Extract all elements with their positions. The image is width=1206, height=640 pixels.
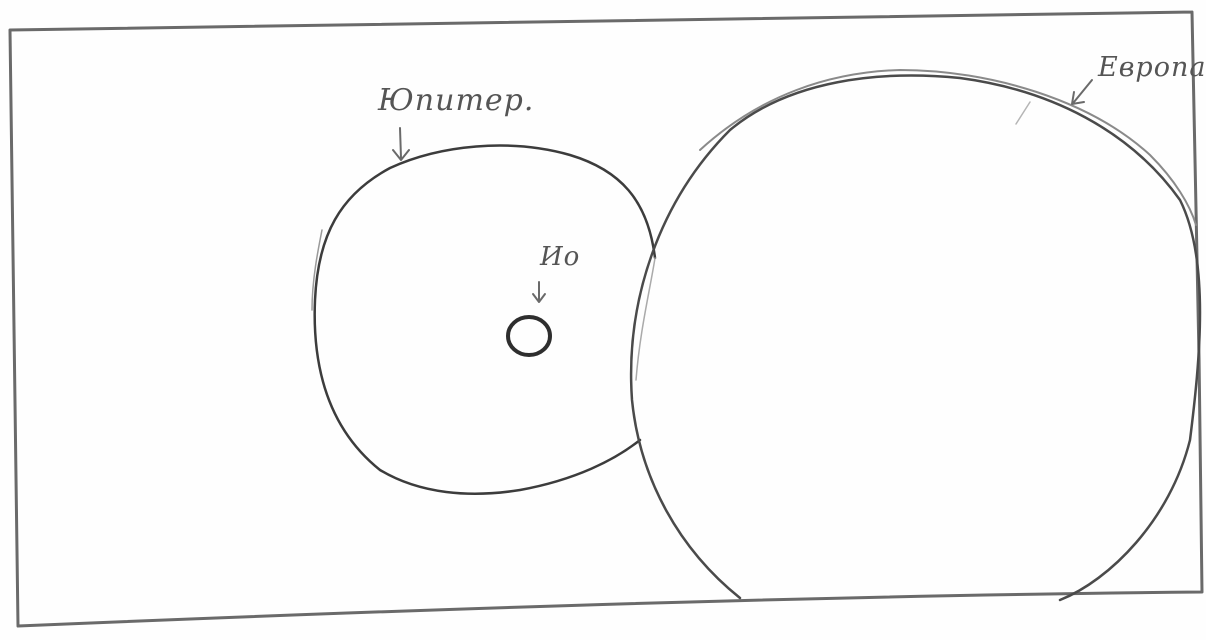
frame-border [10, 12, 1202, 626]
jupiter-label: Юпитер. [378, 86, 534, 116]
europa-label: Европа [1098, 54, 1206, 81]
arrow-down-icon [393, 128, 409, 160]
arrow-down-left-icon [1072, 80, 1092, 104]
io-circle [508, 317, 550, 355]
io-label: Ио [540, 244, 580, 270]
europa-arrow-smudge [1016, 102, 1030, 124]
arrow-down-icon [533, 282, 545, 302]
europa-circle-sketch [700, 70, 1196, 225]
europa-circle [631, 76, 1200, 600]
jupiter-circle [315, 146, 655, 494]
